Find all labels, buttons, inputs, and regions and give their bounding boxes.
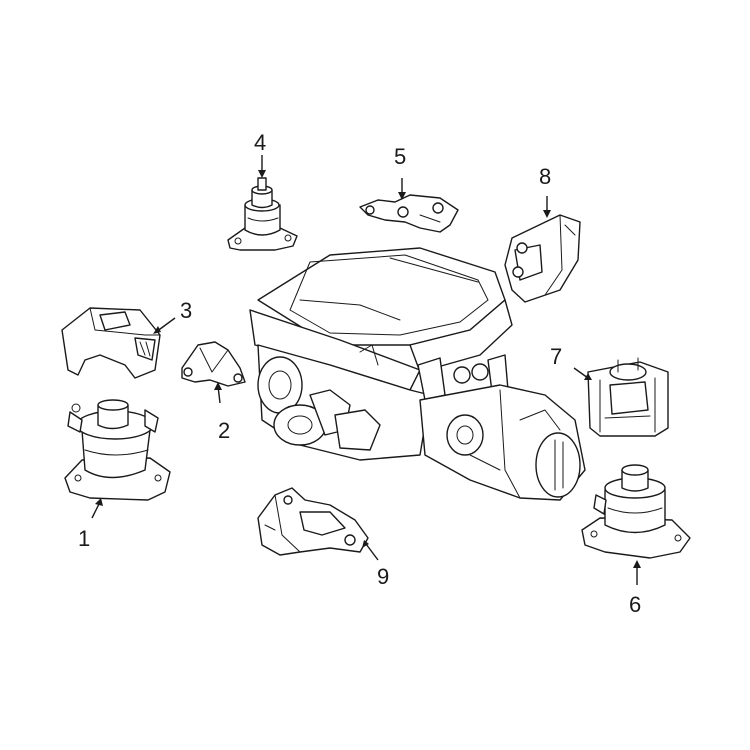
part-4-upper-mount <box>227 177 298 251</box>
part-5-bracket <box>359 194 459 233</box>
callout-8: 8 <box>539 164 551 189</box>
part-6-mount <box>581 464 691 559</box>
callout-3: 3 <box>180 298 192 323</box>
part-7-mount <box>587 357 669 437</box>
callout-2: 2 <box>218 418 230 443</box>
callout-4: 4 <box>254 130 266 155</box>
callout-6: 6 <box>629 592 641 617</box>
part-9-bracket <box>257 487 369 556</box>
part-2-bracket <box>181 341 246 387</box>
callout-7: 7 <box>550 344 562 369</box>
callout-1: 1 <box>78 526 90 551</box>
callout-labels: 4 5 8 3 2 1 7 6 9 <box>78 130 641 617</box>
engine-assembly <box>249 247 586 501</box>
part-3-cover <box>61 307 161 379</box>
callout-9: 9 <box>377 564 389 589</box>
part-8-bracket <box>504 214 581 303</box>
callout-arrows <box>91 155 641 585</box>
callout-5: 5 <box>394 144 406 169</box>
part-1-mount <box>64 399 171 501</box>
